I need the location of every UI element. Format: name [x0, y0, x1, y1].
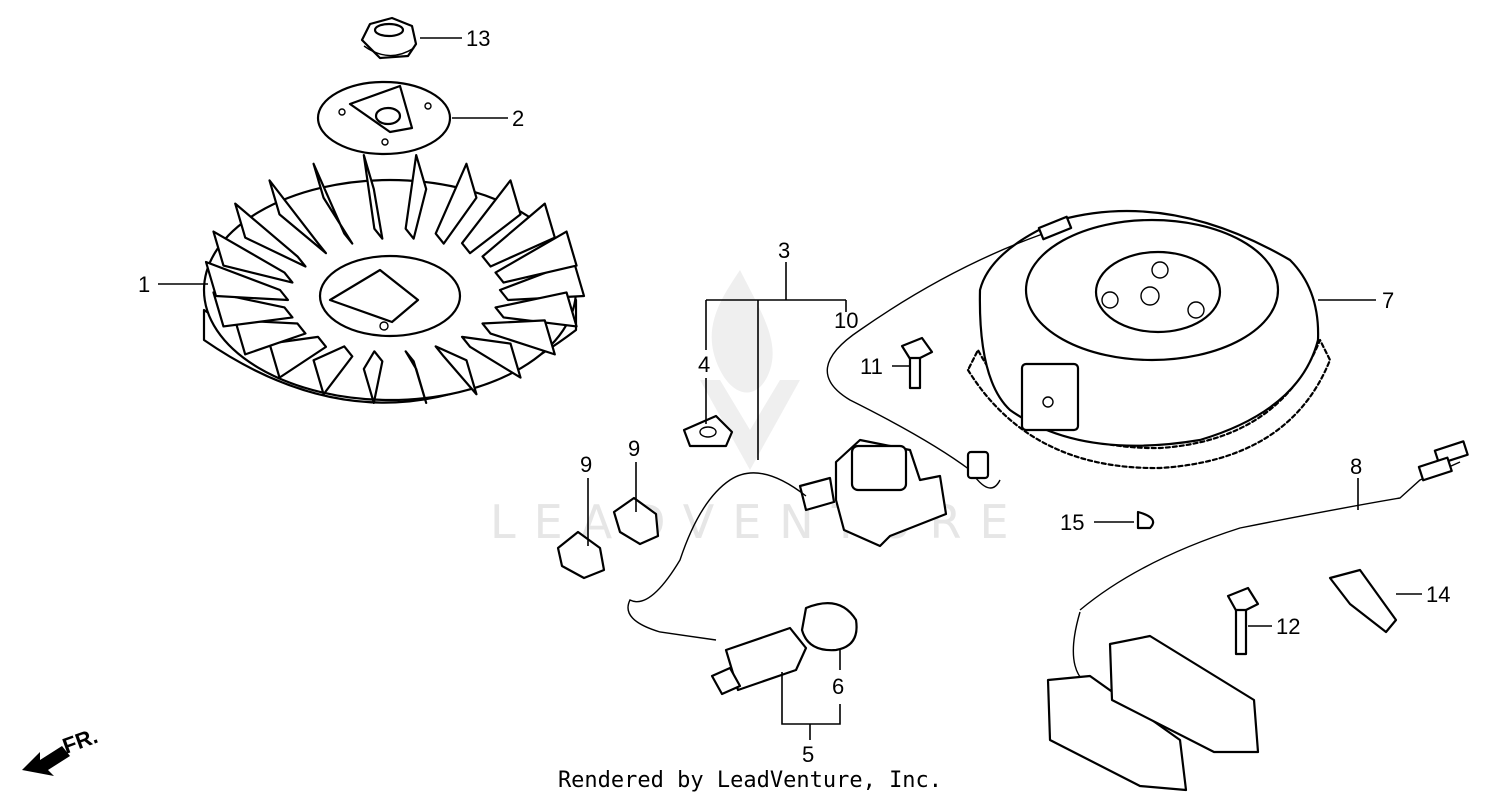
fan-blade: [204, 260, 290, 302]
part-11-bolt: [900, 336, 934, 390]
fan-blade: [404, 153, 428, 240]
part-4-wedge: [682, 414, 734, 448]
part-8-charge-coil: [1046, 440, 1469, 792]
render-credit: Rendered by LeadVenture, Inc.: [557, 768, 943, 793]
callout-6: 6: [832, 674, 844, 699]
fan-blade: [434, 162, 478, 245]
callout-8: 8: [1350, 454, 1362, 479]
fan-blade: [312, 345, 354, 396]
callout-labels: 13 2 1 3 10 4 11 7 9 9 8 15 14 12 6 5: [138, 26, 1450, 767]
callout-7: 7: [1382, 288, 1394, 313]
part-15-key: [1136, 510, 1155, 530]
callout-10: 10: [834, 308, 858, 333]
leader-lines: [158, 37, 1422, 740]
fan-blade: [494, 291, 578, 328]
callout-11: 11: [860, 354, 883, 379]
callout-13: 13: [466, 26, 490, 51]
callout-5: 5: [802, 742, 814, 767]
callout-9-left: 9: [580, 452, 592, 477]
part-13-nut: [360, 16, 418, 60]
fan-blade: [212, 230, 294, 284]
part-3-ignition-coil: [798, 438, 948, 548]
part-12-bolt: [1226, 586, 1260, 656]
callout-15: 15: [1060, 510, 1084, 535]
fan-blade: [404, 350, 428, 405]
part-9-clamp-a: [556, 530, 606, 580]
callout-9-right: 9: [628, 436, 640, 461]
part-2-plate: [316, 80, 452, 156]
fan-blade: [434, 345, 478, 396]
callout-12: 12: [1276, 614, 1300, 639]
fan-blade: [268, 179, 328, 255]
part-14-clip: [1328, 568, 1398, 634]
callout-3: 3: [778, 238, 790, 263]
callout-4: 4: [698, 352, 710, 377]
fan-blade: [362, 350, 384, 405]
ht-lead: [627, 472, 807, 641]
fan-blade: [362, 153, 384, 240]
fan-blade: [494, 230, 578, 284]
fan-blade: [460, 335, 522, 379]
direction-label: FR.: [59, 723, 101, 759]
callout-14: 14: [1426, 582, 1450, 607]
part-5-plug-cap: [710, 626, 808, 696]
part-10-wire: [826, 215, 1073, 489]
part-9-clamp-b: [612, 496, 660, 546]
callout-2: 2: [512, 106, 524, 131]
fan-blade: [460, 179, 522, 255]
fan-blade: [312, 162, 354, 245]
callout-1: 1: [138, 272, 150, 297]
fan-blade: [234, 202, 307, 268]
fan-blade: [481, 319, 556, 356]
part-7-flywheel: [966, 209, 1332, 470]
part-1-fan: [202, 153, 586, 405]
part-6-cover: [800, 602, 858, 652]
